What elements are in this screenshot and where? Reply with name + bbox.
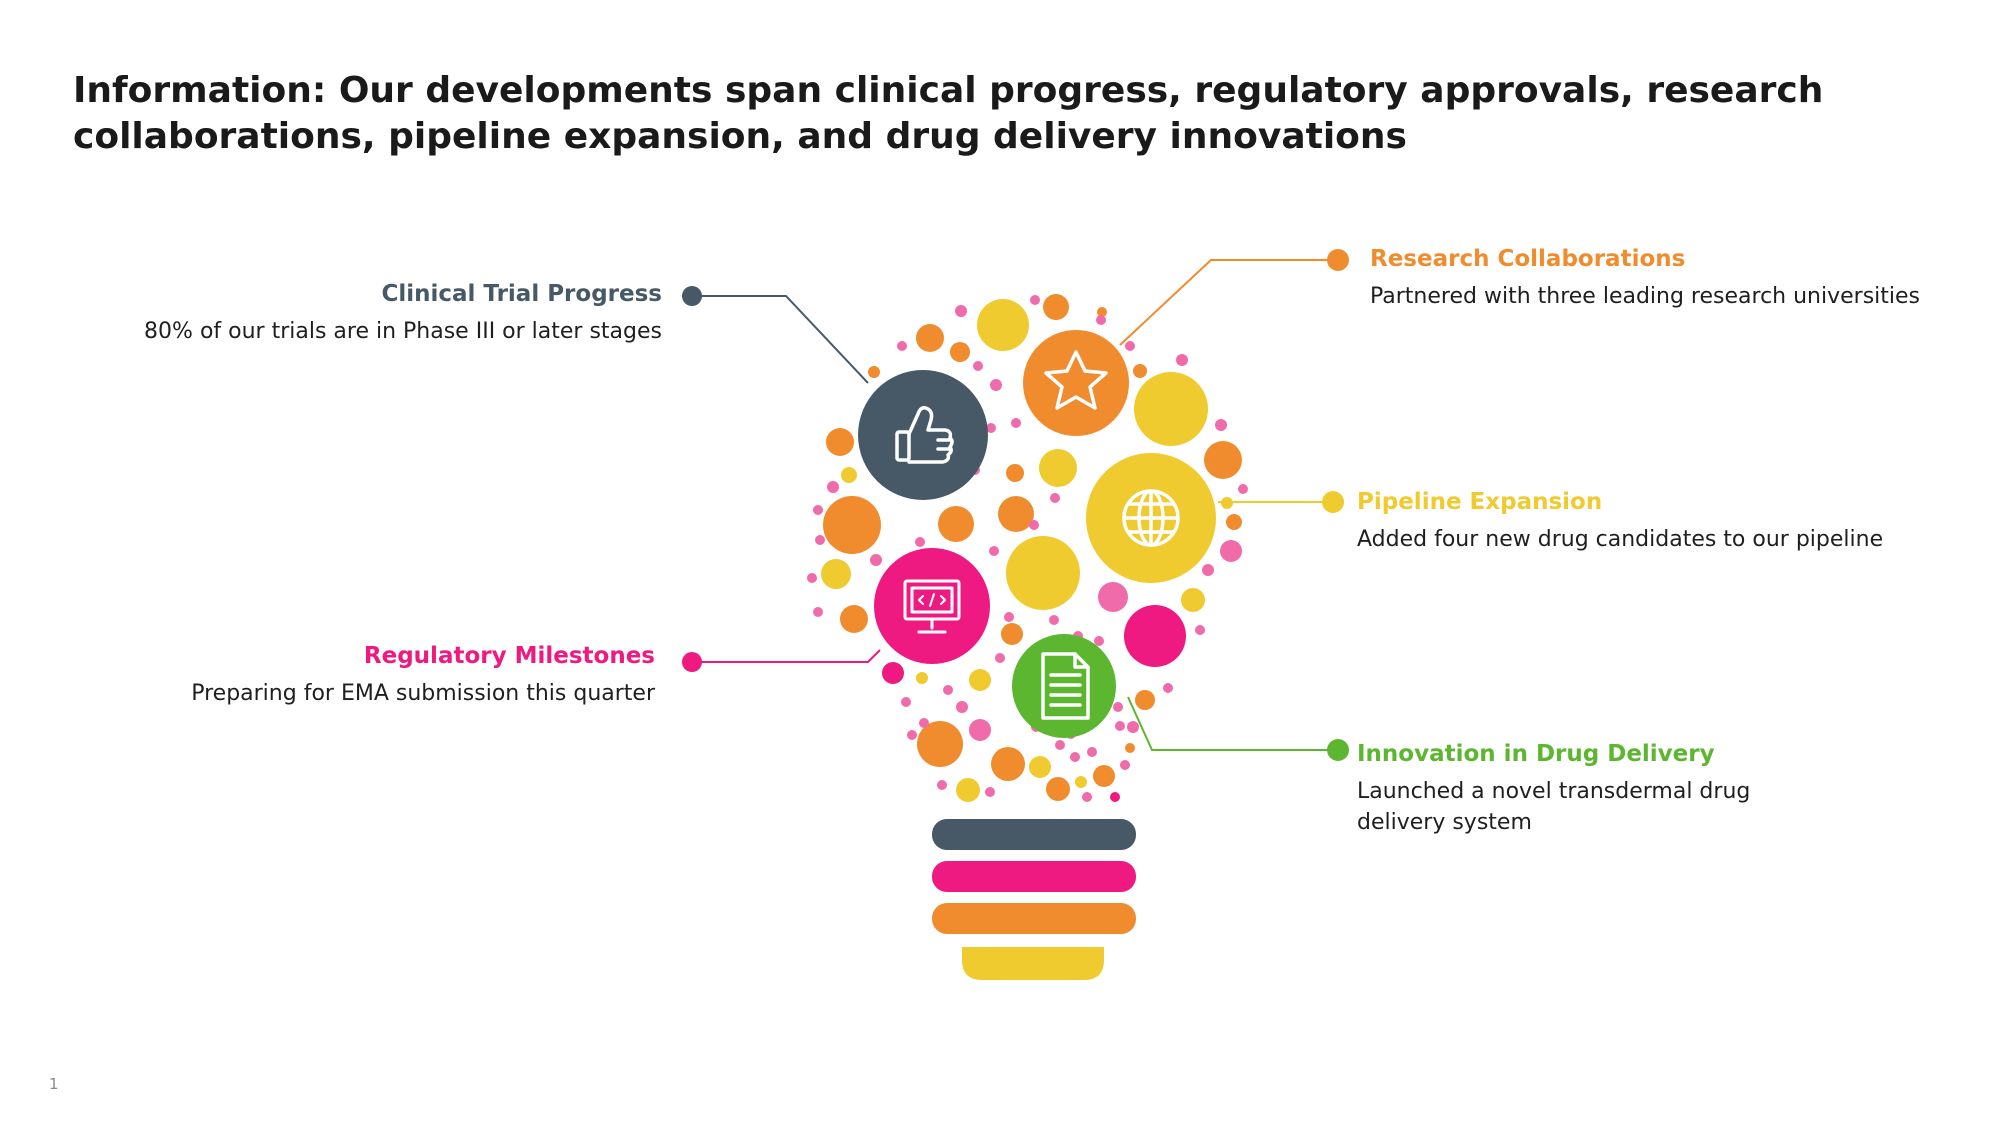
- callout-heading: Pipeline Expansion: [1357, 489, 1603, 515]
- base-stripe-slate: [932, 819, 1136, 850]
- connector-research: [1119, 259, 1334, 346]
- callout-clinical-trial-progress: Clinical Trial Progress 80% of our trial…: [102, 279, 662, 347]
- globe-icon: [1122, 489, 1180, 547]
- connector-clinical: [692, 295, 869, 384]
- star-icon: [1044, 350, 1108, 410]
- icon-circle-pipeline: [1086, 453, 1216, 583]
- callout-heading: Research Collaborations: [1370, 246, 1686, 272]
- callout-text: Preparing for EMA submission this quarte…: [191, 681, 655, 706]
- monitor-code-icon: [903, 579, 961, 634]
- slide-title: Information: Our developments span clini…: [73, 70, 1824, 157]
- slide-number: 1: [49, 1075, 59, 1093]
- icon-circle-clinical: [858, 370, 988, 500]
- callout-research-collaborations: Research Collaborations Partnered with t…: [1370, 244, 1970, 312]
- callout-innovation-drug-delivery: Innovation in Drug Delivery Launched a n…: [1357, 739, 1797, 838]
- callout-heading: Clinical Trial Progress: [381, 281, 662, 307]
- icon-circle-delivery: [1012, 634, 1116, 738]
- callout-pipeline-expansion: Pipeline Expansion Added four new drug c…: [1357, 487, 1957, 555]
- callout-text: Partnered with three leading research un…: [1370, 284, 1921, 309]
- base-cap-yellow: [962, 947, 1104, 980]
- callout-text: Added four new drug candidates to our pi…: [1357, 527, 1884, 552]
- connector-lines: [692, 259, 1334, 751]
- connector-dot-regulatory: [682, 652, 702, 672]
- bulb-base: [932, 819, 1136, 980]
- icon-circle-regulatory: [874, 548, 990, 664]
- thumbs-up-icon: [895, 406, 954, 464]
- decorative-bubbles: [807, 294, 1248, 802]
- callout-regulatory-milestones: Regulatory Milestones Preparing for EMA …: [95, 641, 655, 709]
- icon-circle-research: [1023, 330, 1129, 436]
- base-stripe-orange: [932, 903, 1136, 934]
- connector-dot-pipeline: [1322, 491, 1344, 513]
- connector-dot-research: [1327, 249, 1349, 271]
- base-stripe-magenta: [932, 861, 1136, 892]
- connector-dot-clinical: [682, 286, 702, 306]
- connector-delivery: [1127, 696, 1334, 751]
- callout-text: Launched a novel transdermal drug delive…: [1357, 779, 1751, 835]
- document-icon: [1041, 652, 1090, 720]
- callout-heading: Innovation in Drug Delivery: [1357, 741, 1715, 767]
- callout-text: 80% of our trials are in Phase III or la…: [144, 319, 662, 344]
- connector-dot-delivery: [1327, 739, 1349, 761]
- callout-heading: Regulatory Milestones: [363, 643, 655, 669]
- connector-regulatory: [692, 649, 881, 663]
